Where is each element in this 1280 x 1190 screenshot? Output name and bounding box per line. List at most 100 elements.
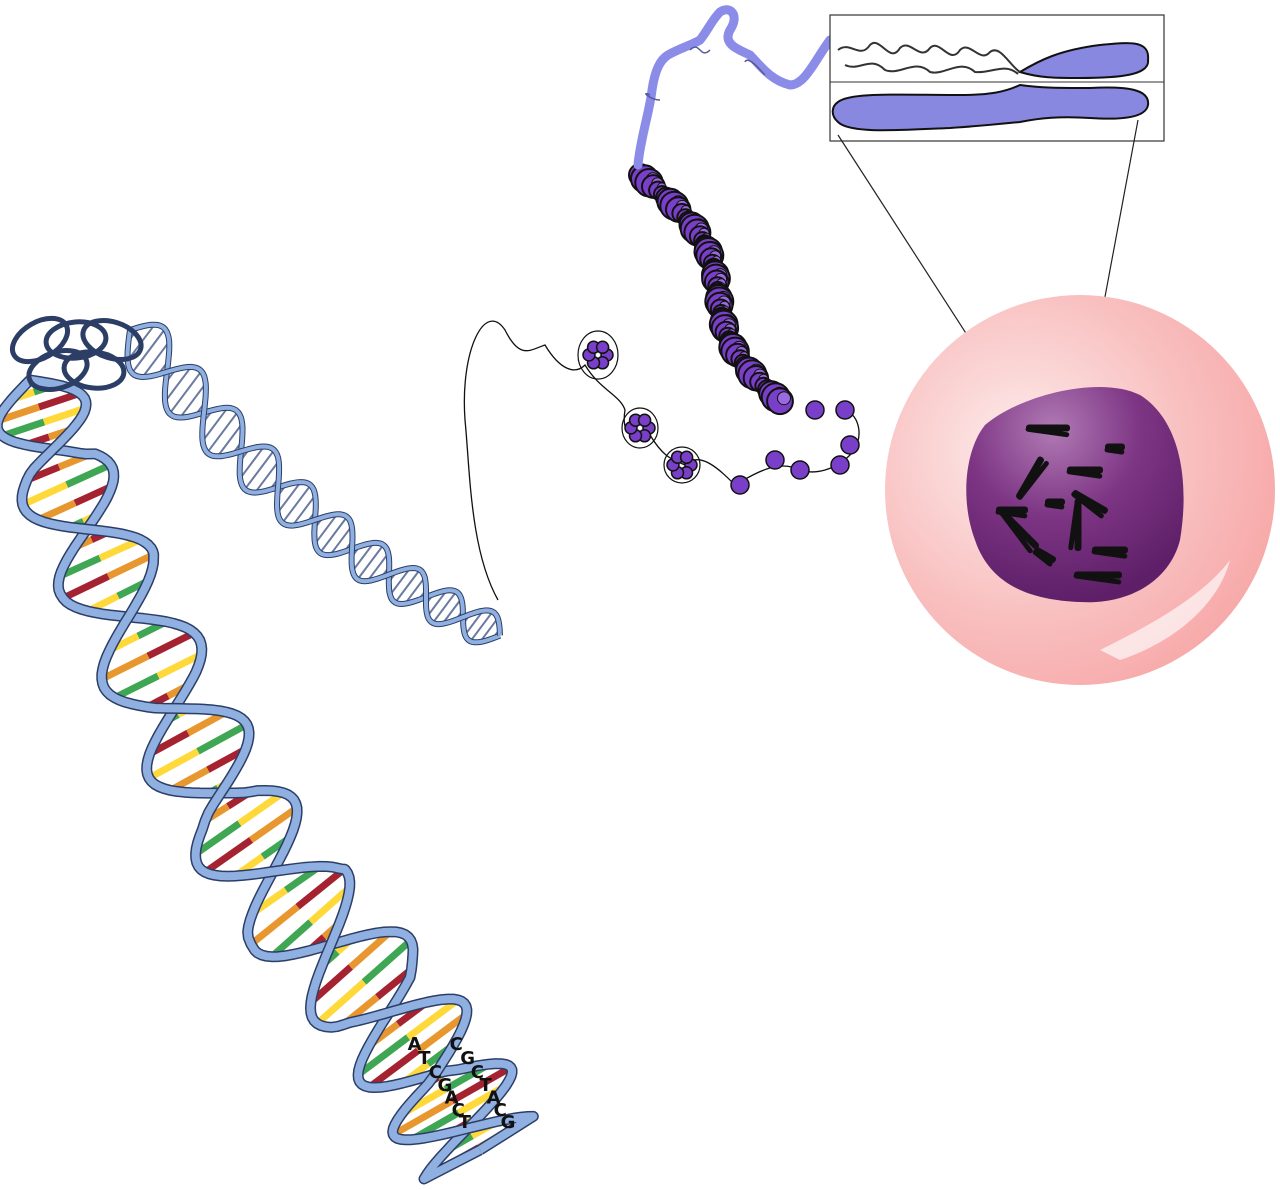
cell xyxy=(885,295,1275,685)
sugar-phosphate-backbone xyxy=(18,376,538,1154)
chromosome-inset xyxy=(829,14,1165,421)
base-letter: A xyxy=(487,1088,501,1109)
rung xyxy=(276,481,302,514)
sugar-phosphate-backbone xyxy=(0,377,516,1183)
chromatid xyxy=(1068,498,1080,551)
base-pair-half xyxy=(65,461,113,488)
base-letter: C xyxy=(452,1100,465,1121)
chromosome xyxy=(996,506,1040,554)
chromatid xyxy=(1025,426,1070,438)
rung xyxy=(291,494,317,527)
chromatid xyxy=(1032,549,1053,567)
chromatid xyxy=(1071,491,1104,519)
rung xyxy=(329,525,353,556)
base-pair-half xyxy=(156,651,204,680)
rung xyxy=(389,567,411,596)
base-letter: C xyxy=(429,1062,442,1083)
large-dna-double-helix xyxy=(0,374,539,1185)
rung xyxy=(431,591,458,624)
base-pair-half xyxy=(193,820,242,857)
base-letter: A xyxy=(445,1088,459,1109)
nucleosome xyxy=(840,435,860,455)
rung xyxy=(314,513,338,545)
chromatin-fiber xyxy=(628,163,794,416)
base-pair-half xyxy=(112,672,160,701)
chromosome-condensed xyxy=(831,83,1150,132)
nucleosome xyxy=(637,413,652,428)
cell-highlight xyxy=(1100,560,1230,660)
chromatid xyxy=(1072,490,1108,514)
base-letter: G xyxy=(501,1112,516,1133)
chromatid xyxy=(1016,456,1044,500)
rung xyxy=(206,411,239,454)
base-pair-half xyxy=(147,748,200,782)
rung xyxy=(464,610,484,636)
chromatid xyxy=(1044,502,1065,510)
chromosome xyxy=(1025,424,1070,438)
base-letter: T xyxy=(418,1048,431,1069)
base-pair-half xyxy=(106,551,156,580)
base-letter: C xyxy=(450,1034,463,1055)
base-pair-half xyxy=(269,919,313,960)
chromosome xyxy=(1044,498,1065,510)
chromosome xyxy=(1073,571,1122,585)
nucleus-chromosomes xyxy=(995,424,1128,585)
base-letter: T xyxy=(459,1112,472,1133)
nucleosome xyxy=(790,460,810,480)
rung xyxy=(201,407,229,442)
chromosome xyxy=(1016,456,1049,500)
chromosome-condensing-loops xyxy=(837,42,1021,75)
nucleosome xyxy=(765,450,785,470)
chromosome xyxy=(1071,490,1108,519)
chromatid xyxy=(1033,547,1057,563)
chromosome xyxy=(1066,466,1103,479)
base-pair-half xyxy=(405,997,461,1041)
chromatid xyxy=(1017,461,1049,500)
rung xyxy=(244,449,276,490)
nucleosome xyxy=(805,400,825,420)
nucleosome xyxy=(830,455,850,475)
helix-loop xyxy=(80,318,144,362)
rung xyxy=(164,366,192,403)
base-pair-half xyxy=(1,418,46,440)
rung xyxy=(394,569,421,604)
base-pair-half xyxy=(391,1097,454,1138)
chromatid xyxy=(1091,549,1128,559)
base-letter: C xyxy=(471,1062,484,1083)
base-letter: G xyxy=(438,1075,453,1096)
chromosome-arm-upper xyxy=(1017,42,1150,80)
base-pair-half xyxy=(415,1011,469,1054)
rung xyxy=(216,422,243,457)
rung xyxy=(168,370,203,415)
nucleosome xyxy=(730,475,750,495)
chromatid xyxy=(1066,469,1103,479)
chromosome xyxy=(1068,498,1082,551)
chromosome xyxy=(1104,443,1125,455)
nucleosome-beads xyxy=(577,330,860,495)
strand xyxy=(125,329,502,636)
base-letter: A xyxy=(408,1034,422,1055)
base-pair-half xyxy=(248,804,299,843)
helix-loop xyxy=(43,319,109,361)
nucleosome xyxy=(679,450,694,465)
base-pair-half xyxy=(361,937,414,985)
chromatid xyxy=(1104,447,1125,455)
rung xyxy=(441,598,463,625)
rung xyxy=(179,382,207,419)
chromatid xyxy=(995,509,1028,519)
chromatid xyxy=(996,507,1033,554)
base-letter: C xyxy=(494,1100,507,1121)
rung xyxy=(469,611,494,642)
rung xyxy=(404,576,426,605)
base-pair-half xyxy=(61,573,110,602)
base-pair-half xyxy=(42,404,87,426)
base-pair-half xyxy=(237,789,286,827)
base-pair-half xyxy=(146,629,196,660)
rung xyxy=(131,328,166,374)
rung xyxy=(141,341,170,378)
base-pair-half xyxy=(196,721,249,755)
rung xyxy=(319,516,348,554)
rung xyxy=(366,552,390,582)
